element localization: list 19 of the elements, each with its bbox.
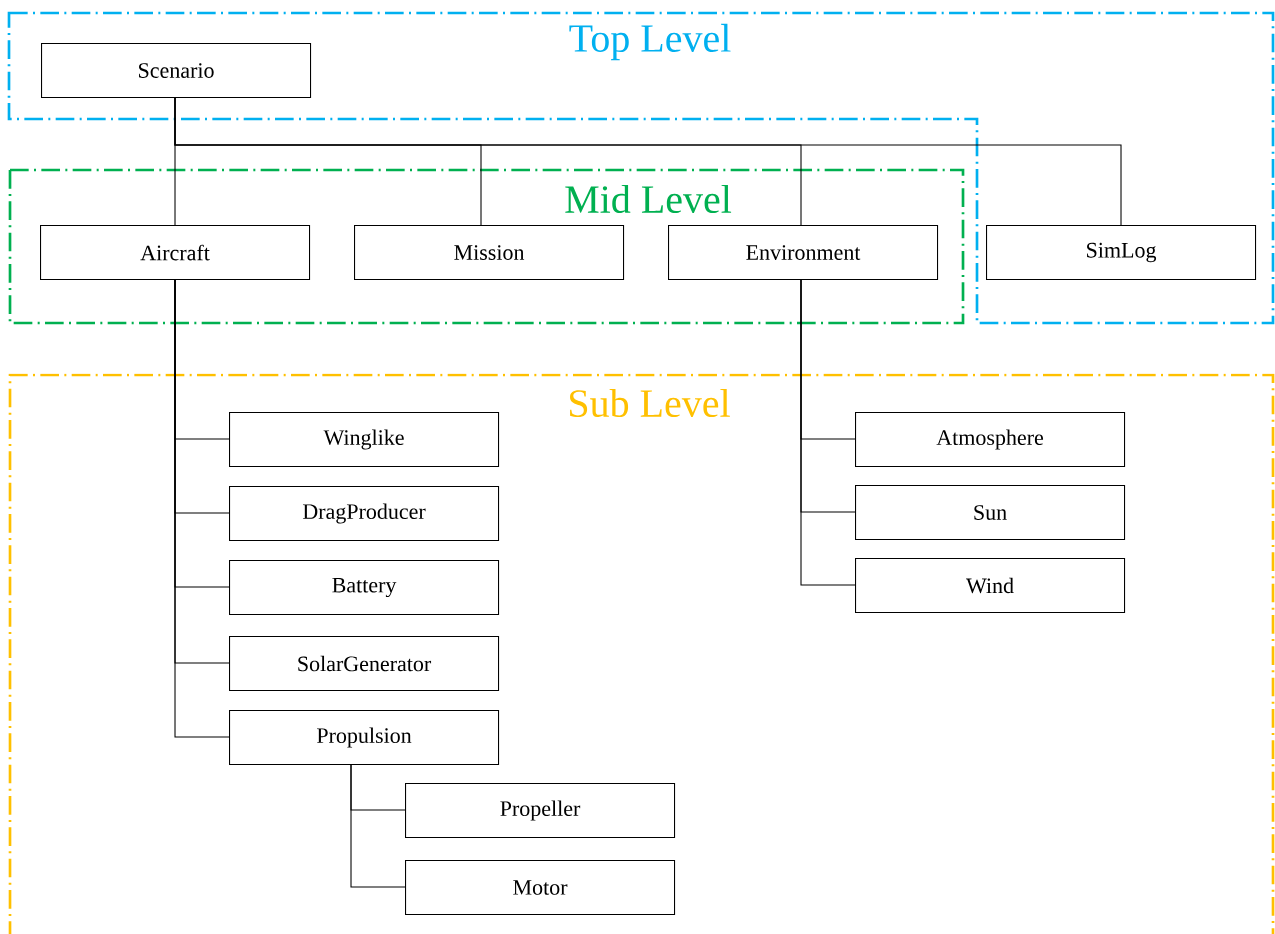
component-box: Propulsion [229,710,500,766]
connector-line [350,763,406,888]
connector-line [174,96,1122,226]
connector-line [174,278,230,738]
component-box: Propeller [405,783,676,839]
component-box: Aircraft [40,225,311,281]
component-box: SolarGenerator [229,636,500,692]
component-box: Atmosphere [855,412,1126,468]
connector-line [800,278,856,586]
component-box: Winglike [229,412,500,468]
component-box: Mission [354,225,625,281]
component-box: Motor [405,860,676,916]
component-box: SimLog [986,225,1257,281]
component-box: Wind [855,558,1126,614]
component-box: Scenario [41,43,312,99]
component-box: Environment [668,225,939,281]
component-box: Sun [855,485,1126,541]
component-box: Battery [229,560,500,616]
component-box: DragProducer [229,486,500,542]
